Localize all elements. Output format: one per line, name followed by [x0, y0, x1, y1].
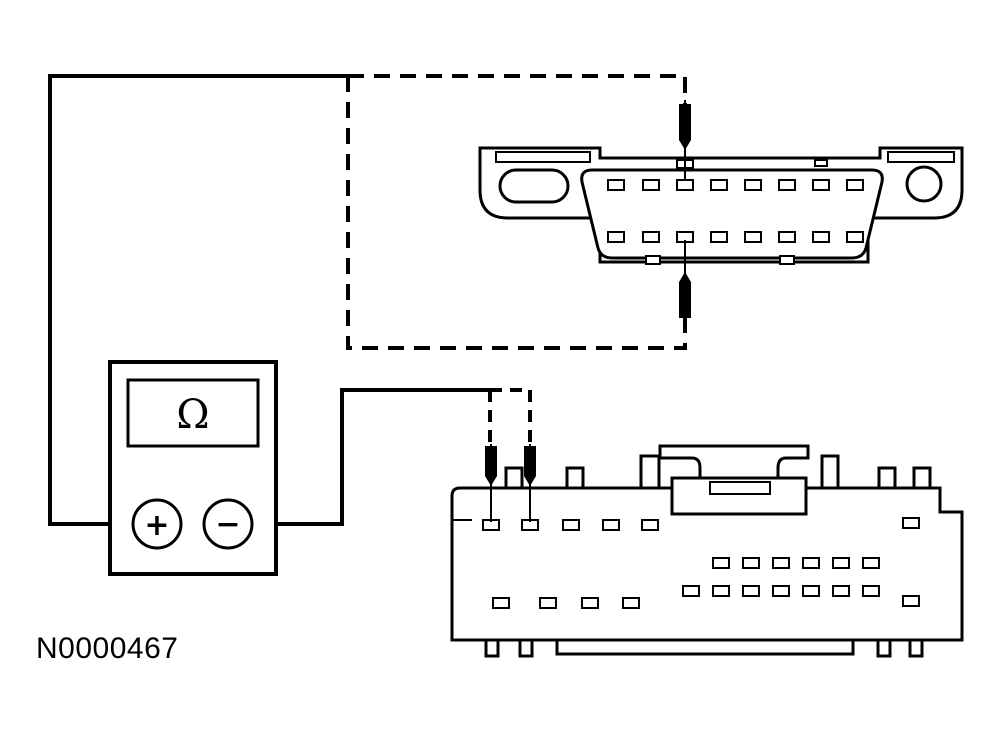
module-bottom-pins — [492, 595, 920, 609]
module-top-pins — [482, 517, 920, 531]
negative-test-lead — [250, 388, 490, 526]
mounting-hole — [905, 165, 943, 203]
module-connector-latch — [658, 444, 810, 480]
upper-probe-bottom — [679, 240, 691, 330]
lower-probe-right — [524, 444, 536, 522]
module-connector — [450, 444, 964, 658]
connector-bottom-pins — [607, 231, 864, 243]
ohm-symbol: Ω — [176, 392, 209, 438]
positive-terminal — [131, 498, 183, 550]
lower-probe-left — [485, 444, 497, 522]
figure-id-label: N0000467 — [36, 632, 179, 665]
diagnostic-connector — [478, 146, 964, 265]
module-middle-pins — [682, 557, 880, 597]
negative-terminal — [202, 498, 254, 550]
upper-probe-top — [679, 100, 691, 180]
connector-face — [580, 168, 884, 260]
positive-test-lead — [48, 74, 348, 526]
mounting-slot — [498, 168, 570, 204]
dashed-jumper-lower — [488, 388, 532, 444]
multimeter: Ω + − — [108, 360, 278, 576]
multimeter-display — [126, 378, 260, 448]
positive-terminal-symbol: + — [144, 508, 169, 543]
connector-top-pins — [607, 179, 864, 191]
negative-terminal-symbol: − — [215, 507, 240, 542]
